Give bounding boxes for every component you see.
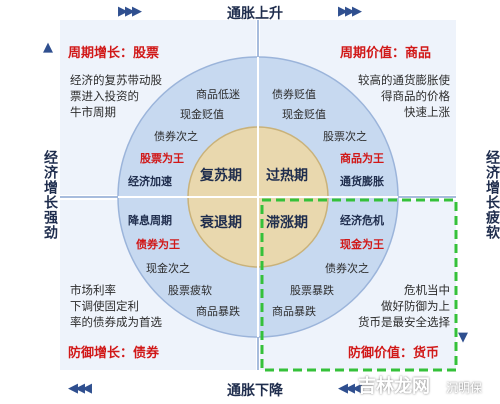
ring-item-tl-0: 商品低迷 <box>196 88 240 101</box>
watermark-text: 吉林龙网 <box>358 376 430 397</box>
ring-item-bl-4: 商品暴跌 <box>196 305 240 318</box>
ring-item-tl-2: 债券次之 <box>154 130 198 143</box>
arrows-right-down-icon: ▼ <box>458 330 468 345</box>
ring-item-tl-1: 现金贬值 <box>180 108 224 121</box>
ring-item-tr-1: 现金贬值 <box>282 108 326 121</box>
quadrant-desc-bottom-right: 危机当中 做好防御为上 货币是最安全选择 <box>358 283 450 329</box>
core-label-recession: 衰退期 <box>200 215 242 231</box>
quadrant-title-bottom-left: 防御增长：债券 <box>68 346 160 361</box>
ring-item-br-4: 商品暴跌 <box>272 305 316 318</box>
ring-item-bl-0: 降息周期 <box>128 214 172 227</box>
axis-bottom-label: 通胀下降 <box>227 383 283 399</box>
core-label-stagflation: 滞涨期 <box>266 215 308 231</box>
arrows-left-up-icon: ▲ <box>43 40 53 55</box>
quadrant-desc-top-left: 经济的复苏带动股 票进入投资的 牛市周期 <box>70 73 162 119</box>
axis-top-label: 通胀上升 <box>227 6 283 22</box>
ring-item-tr-4: 通货膨胀 <box>340 175 384 188</box>
arrows-top-left-icon: ▶▶▶ <box>118 4 142 19</box>
quadrant-desc-top-right: 较高的通货膨胀使 得商品的价格 快速上涨 <box>358 73 450 119</box>
core-label-recovery: 复苏期 <box>200 168 242 184</box>
watermark-sub-text: 沉明保 <box>446 381 483 395</box>
ring-item-bl-1: 债券为王 <box>136 238 180 251</box>
quadrant-desc-bottom-left: 市场利率 下调使固定利 率的债券成为首选 <box>70 283 162 329</box>
ring-item-tl-4: 经济加速 <box>128 175 172 188</box>
ring-item-bl-2: 现金次之 <box>146 262 190 275</box>
ring-item-tr-2: 股票次之 <box>323 130 367 143</box>
arrows-bottom-right-icon: ◀◀◀ <box>338 381 362 396</box>
ring-item-br-2: 债券次之 <box>325 262 369 275</box>
quadrant-title-top-right: 周期价值：商品 <box>340 46 432 61</box>
ring-item-br-1: 现金为王 <box>340 238 384 251</box>
arrows-top-right-icon: ▶▶▶ <box>338 4 362 19</box>
arrows-bottom-left-icon: ◀◀◀ <box>68 381 92 396</box>
ring-item-br-3: 股票暴跌 <box>290 284 334 297</box>
ring-item-tr-3: 商品为王 <box>340 152 384 165</box>
ring-item-bl-3: 股票疲软 <box>168 284 212 297</box>
quadrant-title-top-left: 周期增长：股票 <box>68 46 160 61</box>
ring-item-tr-0: 债券贬值 <box>272 88 316 101</box>
quadrant-title-bottom-right: 防御价值：货币 <box>348 346 440 361</box>
axis-left-label: 经济增长强劲 <box>42 150 58 240</box>
ring-item-tl-3: 股票为王 <box>140 152 184 165</box>
ring-item-br-0: 经济危机 <box>340 214 384 227</box>
axis-right-label: 经济增长疲软 <box>484 150 500 240</box>
core-label-overheat: 过热期 <box>266 168 308 184</box>
